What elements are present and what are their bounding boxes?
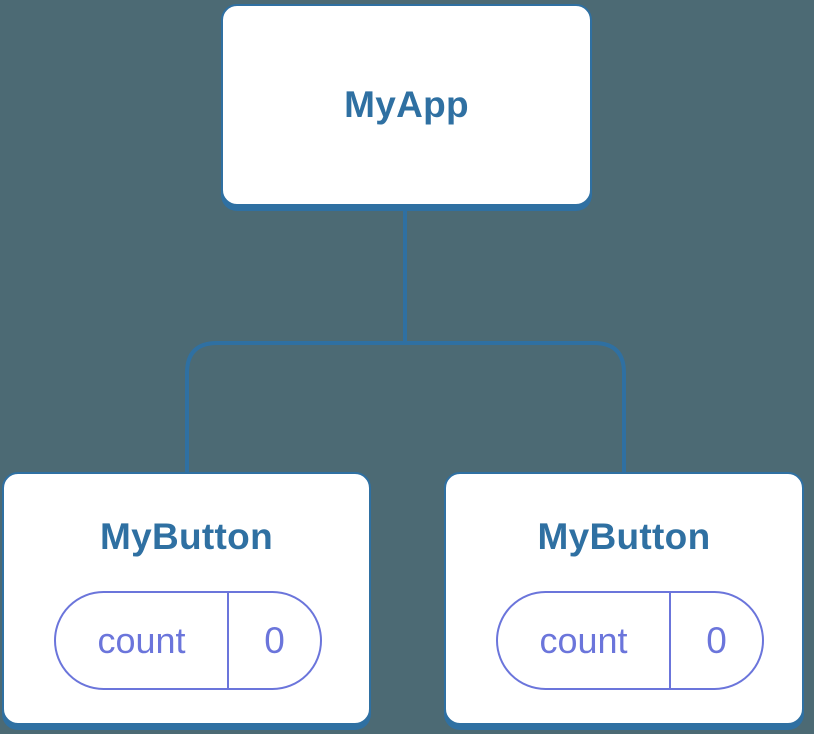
state-pill: count 0 xyxy=(496,591,764,690)
child-node-label: MyButton xyxy=(537,516,711,557)
child-node-label: MyButton xyxy=(100,516,273,557)
root-node-label: MyApp xyxy=(344,84,469,125)
child-node-mybutton-1: MyButton count 0 xyxy=(2,472,371,725)
state-name: count xyxy=(56,593,229,688)
state-pill: count 0 xyxy=(54,591,322,690)
state-name: count xyxy=(498,593,671,688)
root-node-myapp: MyApp xyxy=(221,4,592,206)
child-node-mybutton-2: MyButton count 0 xyxy=(444,472,804,725)
state-value: 0 xyxy=(264,619,285,661)
state-value: 0 xyxy=(706,619,727,661)
